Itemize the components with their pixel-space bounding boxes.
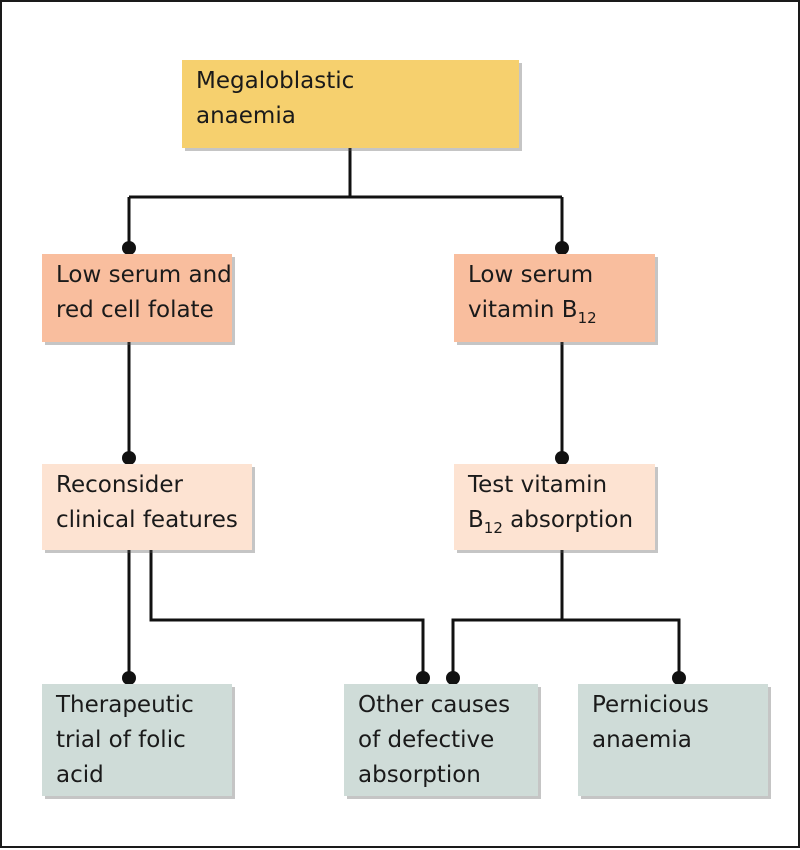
connector-dot	[122, 241, 136, 255]
node-text: Reconsider	[56, 472, 183, 498]
node-therapeutic-trial: Therapeutic trial of folic acid	[42, 684, 232, 796]
connector-dot	[555, 451, 569, 465]
connector-test-to-outcomes	[451, 550, 681, 678]
connector-dot	[416, 671, 430, 685]
node-text: Other causes	[358, 692, 511, 718]
node-text: absorption	[358, 762, 481, 788]
connector-dot	[555, 241, 569, 255]
node-low-folate: Low serum and red cell folate	[42, 254, 232, 342]
node-text-main: vitamin B	[468, 297, 578, 323]
node-text: trial of folic	[56, 727, 186, 753]
node-text-subscript: 12	[483, 519, 503, 537]
node-text: clinical features	[56, 507, 238, 533]
node-low-b12: Low serum vitamin B12	[454, 254, 655, 342]
node-text: Therapeutic	[56, 692, 194, 718]
connector-dot	[122, 451, 136, 465]
node-text: vitamin B12	[468, 293, 643, 328]
node-text: Low serum	[468, 262, 594, 288]
connector-reconsider-to-other	[149, 550, 425, 678]
node-text: Pernicious	[592, 692, 709, 718]
node-text: Test vitamin	[468, 472, 608, 498]
connector-root-split	[127, 148, 564, 248]
node-text: acid	[56, 762, 104, 788]
node-text-main: absorption	[502, 507, 634, 533]
node-text: of defective	[358, 727, 495, 753]
node-text: anaemia	[196, 103, 296, 129]
node-text-main: B	[468, 507, 484, 533]
connector-dot	[672, 671, 686, 685]
node-reconsider-clinical-features: Reconsider clinical features	[42, 464, 252, 550]
node-text-subscript: 12	[577, 309, 597, 327]
node-text: Megaloblastic	[196, 68, 355, 94]
node-megaloblastic-anaemia: Megaloblastic anaemia	[182, 60, 519, 148]
connector-dot	[446, 671, 460, 685]
node-pernicious-anaemia: Pernicious anaemia	[578, 684, 768, 796]
connector-dot	[122, 671, 136, 685]
node-text: Low serum and	[56, 262, 232, 288]
node-text: anaemia	[592, 727, 692, 753]
node-text: B12 absorption	[468, 503, 643, 538]
node-text: red cell folate	[56, 297, 214, 323]
node-other-causes: Other causes of defective absorption	[344, 684, 538, 796]
node-test-b12-absorption: Test vitamin B12 absorption	[454, 464, 655, 550]
